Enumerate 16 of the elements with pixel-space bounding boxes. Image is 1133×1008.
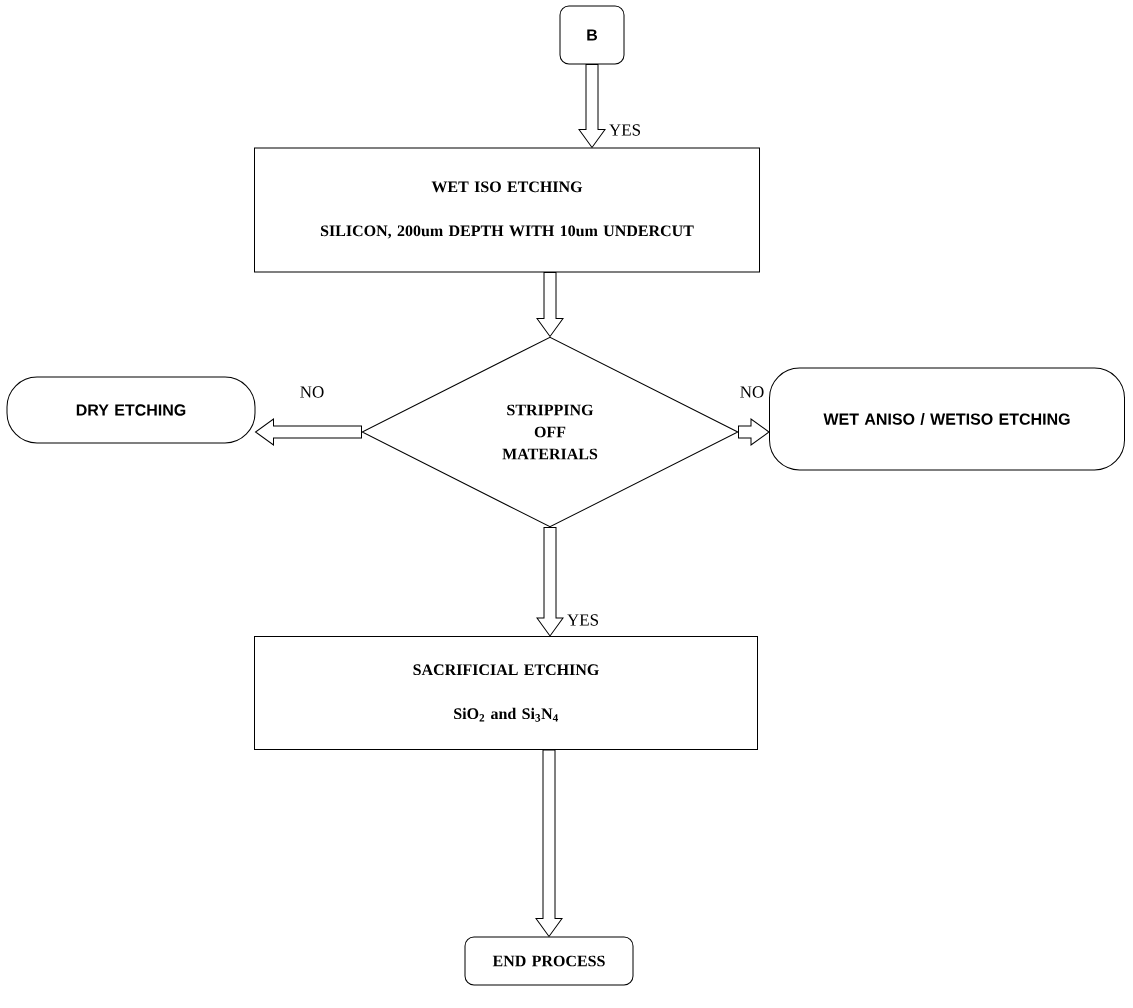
edge-label: NO	[738, 385, 766, 399]
block-arrow	[578, 64, 606, 148]
start-terminal: B	[559, 5, 625, 65]
edge-label: YES	[565, 613, 601, 627]
block-arrow	[738, 418, 770, 446]
block-arrow	[536, 527, 564, 637]
block-arrow	[535, 749, 563, 937]
edge-label: NO	[298, 385, 326, 399]
process-box: WET ISO ETCHING SILICON, 200um DEPTH WITH 10um UNDERCUT	[254, 147, 760, 273]
terminal: WET ANISO / WETISO ETCHING	[769, 367, 1125, 471]
end-terminal: END PROCESS	[464, 936, 634, 986]
edge-label: YES	[607, 123, 643, 137]
block-arrow	[255, 418, 362, 446]
block-arrow	[536, 272, 564, 337]
process-box: SACRIFICIAL ETCHING SiO$_{2}$ and Si$_{3}$N$_{4}$	[254, 636, 758, 750]
terminal: DRY ETCHING	[6, 376, 256, 444]
